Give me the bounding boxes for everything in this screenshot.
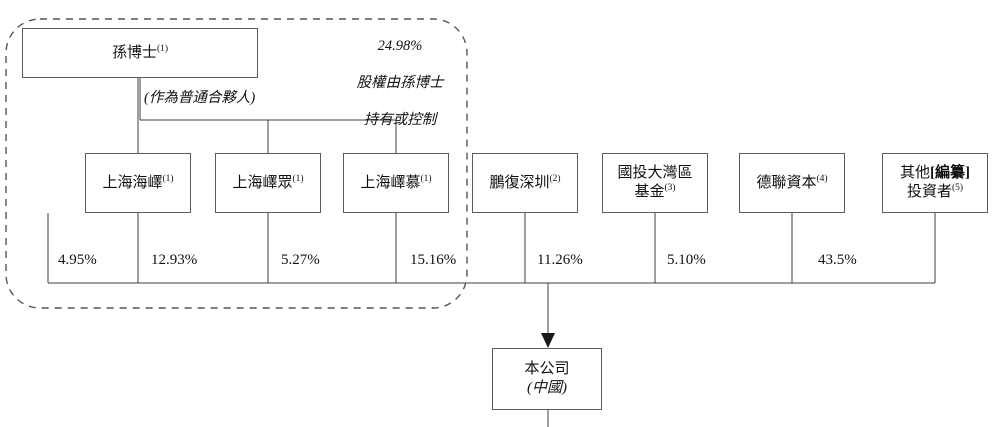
node-other-investors-line2: 投資者 bbox=[906, 184, 952, 200]
annotation-line-2: 股權由孫博士 bbox=[356, 74, 444, 91]
pct-delian-capital: 5.10% bbox=[667, 252, 706, 268]
node-delian-capital-label: 德聯資本(4) bbox=[752, 174, 831, 193]
node-guotou-greater-bay-fund[interactable]: 國投大灣區 基金(3) bbox=[602, 153, 708, 213]
node-guotou-footnote: (3) bbox=[664, 183, 676, 193]
node-pengfu-shenzhen-label: 鵬復深圳(2) bbox=[485, 174, 564, 193]
node-delian-capital[interactable]: 德聯資本(4) bbox=[739, 153, 845, 213]
node-shanghai-haiyi[interactable]: 上海海嶧(1) bbox=[85, 153, 191, 213]
node-dr-sun-name: 孫博士 bbox=[111, 44, 157, 61]
node-shanghai-yimu-line1: 上海嶧慕 bbox=[360, 174, 421, 191]
arrowhead-company bbox=[541, 333, 555, 348]
node-company-line2: (中國) bbox=[526, 380, 567, 396]
pct-pengfu-shenzhen-left: 15.16% bbox=[410, 252, 457, 268]
node-guotou-line2: 基金 bbox=[634, 184, 665, 200]
node-shanghai-yimu-label: 上海嶧慕(1) bbox=[356, 174, 435, 193]
node-pengfu-shenzhen-line1: 鵬復深圳 bbox=[489, 174, 550, 191]
general-partner-note: (作為普通合夥人) bbox=[144, 90, 256, 106]
node-company-line1: 本公司 bbox=[524, 361, 570, 378]
node-shanghai-yimu[interactable]: 上海嶧慕(1) bbox=[343, 153, 449, 213]
node-shanghai-yizhong[interactable]: 上海嶧眾(1) bbox=[215, 153, 321, 213]
node-delian-capital-footnote: (4) bbox=[816, 173, 828, 184]
node-shanghai-yimu-footnote: (1) bbox=[420, 173, 432, 184]
pct-shanghai-yizhong: 12.93% bbox=[151, 252, 198, 268]
node-dr-sun-footnote: (1) bbox=[156, 43, 169, 54]
node-guotou-line1: 國投大灣區 bbox=[617, 165, 693, 182]
node-guotou-greater-bay-fund-label: 國投大灣區 基金(3) bbox=[613, 164, 696, 202]
node-pengfu-shenzhen[interactable]: 鵬復深圳(2) bbox=[472, 153, 578, 213]
pct-guotou: 11.26% bbox=[537, 252, 583, 268]
node-dr-sun[interactable]: 孫博士(1) bbox=[22, 28, 258, 78]
node-shanghai-haiyi-line1: 上海海嶧 bbox=[102, 174, 163, 191]
node-company[interactable]: 本公司 (中國) bbox=[492, 348, 602, 410]
node-dr-sun-label: 孫博士(1) bbox=[108, 44, 172, 63]
pct-other-investors: 43.5% bbox=[818, 252, 857, 268]
node-other-investors-line1: 其他 bbox=[899, 165, 930, 182]
node-delian-capital-line1: 德聯資本 bbox=[756, 174, 817, 191]
pct-shanghai-haiyi: 4.95% bbox=[58, 252, 97, 268]
node-pengfu-shenzhen-footnote: (2) bbox=[549, 173, 561, 184]
node-shanghai-haiyi-label: 上海海嶧(1) bbox=[98, 174, 177, 193]
control-group-annotation: 24.98% 股權由孫博士 持有或控制 bbox=[330, 18, 470, 129]
annotation-line-3: 持有或控制 bbox=[363, 111, 437, 128]
annotation-line-1: 24.98% bbox=[377, 37, 423, 54]
node-shanghai-yizhong-footnote: (1) bbox=[292, 173, 304, 184]
node-shanghai-haiyi-footnote: (1) bbox=[162, 173, 174, 184]
node-other-investors-footnote: (5) bbox=[951, 183, 964, 193]
node-shanghai-yizhong-label: 上海嶧眾(1) bbox=[228, 174, 307, 193]
node-company-label: 本公司 (中國) bbox=[520, 360, 573, 398]
node-other-investors[interactable]: 其他[編纂] 投資者(5) bbox=[882, 153, 988, 213]
node-other-investors-label: 其他[編纂] 投資者(5) bbox=[896, 164, 974, 202]
node-other-investors-bracket: [編纂] bbox=[930, 165, 970, 182]
pct-shanghai-yimu: 5.27% bbox=[281, 252, 320, 268]
node-shanghai-yizhong-line1: 上海嶧眾 bbox=[232, 174, 293, 191]
